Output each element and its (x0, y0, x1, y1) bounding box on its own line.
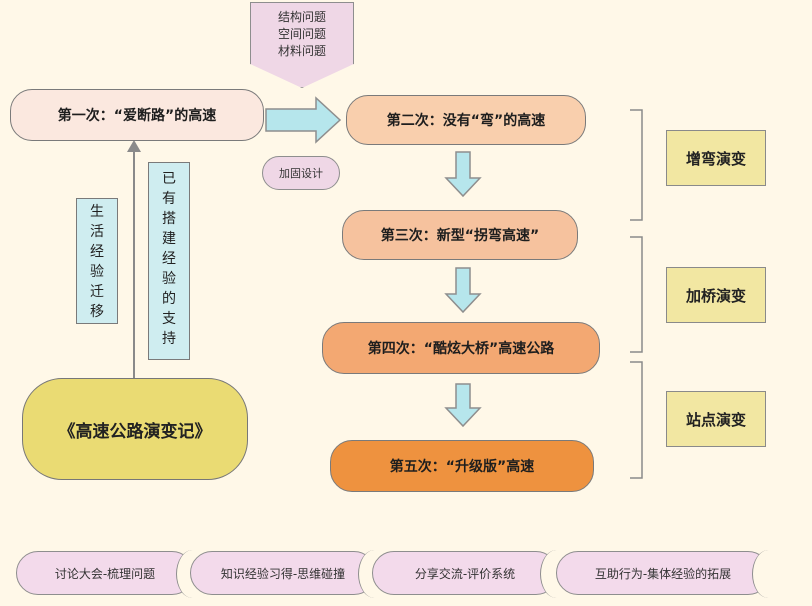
evolution-tag-station: 站点演变 (666, 391, 766, 447)
book-title: 《高速公路演变记》 (58, 421, 212, 442)
bracket-2 (630, 236, 643, 353)
process-step-3: 分享交流-评价系统 (372, 550, 573, 598)
process-step-4-label: 互助行为-集体经验的拓展 (594, 566, 732, 581)
stage-5-label: 第五次：“升级版”高速 (389, 459, 535, 475)
process-step-1: 讨论大会-梳理问题 (16, 550, 209, 598)
book-title-node: 《高速公路演变记》 (22, 378, 248, 480)
life-experience-label: 生活经验迁移 (76, 198, 118, 324)
stage-4-node: 第四次：“酷炫大桥”高速公路 (322, 322, 600, 374)
stage4-to-stage5-arrow (444, 383, 482, 428)
evolution-tag-3-label: 站点演变 (685, 410, 746, 429)
callout-line-2: 空间问题 (277, 27, 326, 41)
stage3-to-stage4-arrow (444, 267, 482, 314)
process-step-1-label: 讨论大会-梳理问题 (54, 566, 156, 581)
stage-1-label: 第一次：“爱断路”的高速 (57, 108, 217, 124)
process-step-3-label: 分享交流-评价系统 (414, 566, 516, 581)
process-step-2-label: 知识经验习得-思维碰撞 (220, 566, 346, 581)
stage-4-label: 第四次：“酷炫大桥”高速公路 (367, 341, 555, 357)
cloud-label: 加固设计 (279, 167, 323, 180)
stage-3-node: 第三次：新型“拐弯高速” (342, 210, 578, 260)
callout-line-1: 结构问题 (277, 10, 326, 24)
stage-5-node: 第五次：“升级版”高速 (330, 440, 594, 492)
process-step-4: 互助行为-集体经验的拓展 (556, 550, 785, 598)
stage-1-node: 第一次：“爱断路”的高速 (10, 89, 264, 141)
process-step-2: 知识经验习得-思维碰撞 (190, 550, 391, 598)
stage-2-node: 第二次：没有“弯”的高速 (346, 95, 586, 145)
bracket-1 (630, 109, 643, 221)
stage-2-label: 第二次：没有“弯”的高速 (386, 113, 546, 129)
evolution-tag-1-label: 增弯演变 (685, 149, 746, 168)
bracket-3 (630, 361, 643, 479)
stage-3-label: 第三次：新型“拐弯高速” (380, 228, 540, 244)
callout-line-3: 材料问题 (277, 44, 326, 58)
stage2-to-stage3-arrow (444, 151, 482, 198)
life-experience-text: 生活经验迁移 (90, 204, 104, 320)
stage1-to-stage2-arrow (265, 96, 342, 144)
reinforcement-cloud: 加固设计 (262, 156, 340, 190)
evolution-tag-bridge: 加桥演变 (666, 267, 766, 323)
evolution-tag-curve: 增弯演变 (666, 130, 766, 186)
evolution-tag-2-label: 加桥演变 (685, 286, 746, 305)
build-experience-label: 已有搭建经验的支持 (148, 162, 190, 360)
build-experience-text: 已有搭建经验的支持 (162, 171, 176, 347)
process-step-4-notch (752, 550, 785, 598)
book-to-stage1-arrowhead (127, 140, 141, 152)
